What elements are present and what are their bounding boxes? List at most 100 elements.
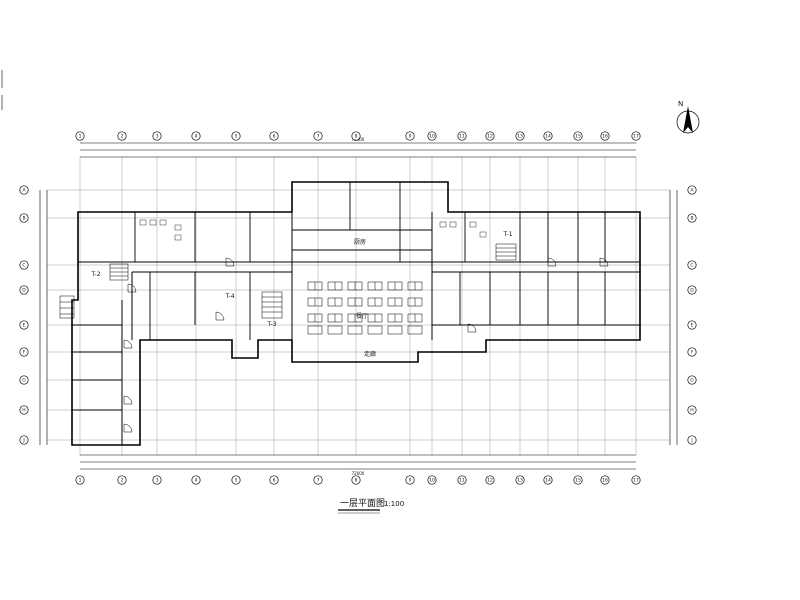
axis-bubble-label: D bbox=[690, 288, 694, 294]
dining-table bbox=[387, 313, 403, 323]
axis-bubble-label: 8 bbox=[355, 478, 358, 484]
axis-bubble: 9 bbox=[405, 475, 415, 485]
dining-table bbox=[407, 281, 423, 291]
axis-bubble-label: 15 bbox=[575, 134, 581, 140]
drawing-title-block: 一层平面图 1:100 bbox=[338, 498, 404, 514]
axis-bubble: B bbox=[19, 213, 29, 223]
side-dimension-chains bbox=[39, 190, 678, 445]
room-partitions bbox=[72, 182, 640, 411]
dining-table bbox=[407, 325, 423, 335]
axis-bubble: B bbox=[687, 213, 697, 223]
dining-table bbox=[407, 297, 423, 307]
building-walls bbox=[71, 181, 641, 446]
axis-bubble: A bbox=[687, 185, 697, 195]
total-width-bottom: 72000 bbox=[352, 471, 365, 476]
axis-bubble-label: 5 bbox=[235, 134, 238, 140]
axis-bubble: 15 bbox=[573, 475, 583, 485]
axis-bubble: C bbox=[687, 260, 697, 270]
axis-bubble: 3 bbox=[152, 475, 162, 485]
axis-bubble: C bbox=[19, 260, 29, 270]
axis-bubble-label: B bbox=[22, 216, 25, 222]
door-swings bbox=[123, 257, 609, 433]
stair-symbols bbox=[59, 243, 517, 319]
stair-label-3: T-3 bbox=[266, 321, 276, 328]
axis-bubble: 13 bbox=[515, 131, 525, 141]
axis-bubble-label: 10 bbox=[429, 134, 435, 140]
door-swing bbox=[127, 283, 137, 293]
axis-bubble-label: E bbox=[23, 323, 26, 329]
dining-table bbox=[367, 313, 383, 323]
axis-bubble-label: 7 bbox=[317, 134, 320, 140]
stair-west-icon bbox=[109, 263, 129, 281]
axis-bubble-label: 3 bbox=[156, 478, 159, 484]
axis-bubble: G bbox=[687, 375, 697, 385]
axis-bubble-label: J bbox=[690, 438, 692, 444]
kitchen-label: 厨房 bbox=[354, 238, 366, 246]
axis-bubble-label: F bbox=[23, 350, 26, 356]
axis-bubble: J bbox=[19, 435, 29, 445]
dining-table bbox=[347, 297, 363, 307]
axis-bubble-label: 14 bbox=[545, 478, 551, 484]
axis-bubble: 6 bbox=[269, 131, 279, 141]
axis-bubble: D bbox=[19, 285, 29, 295]
axis-bubble: F bbox=[19, 347, 29, 357]
dining-table bbox=[387, 297, 403, 307]
stair-east-icon bbox=[495, 243, 517, 261]
axis-bubble-label: A bbox=[690, 188, 694, 194]
axis-bubble-label: C bbox=[690, 263, 693, 269]
axis-bubble-label: 16 bbox=[602, 478, 608, 484]
axis-bubble: 1 bbox=[75, 131, 85, 141]
axis-bubble-label: 16 bbox=[602, 134, 608, 140]
axis-bubble-label: H bbox=[690, 408, 693, 414]
axis-bubble-label: H bbox=[22, 408, 25, 414]
dining-tables bbox=[307, 281, 423, 335]
axis-bubble-label: 1 bbox=[79, 134, 82, 140]
dining-table bbox=[347, 281, 363, 291]
axis-bubble-label: 7 bbox=[317, 478, 320, 484]
axis-bubble-label: J bbox=[22, 438, 24, 444]
axis-bubble-label: A bbox=[22, 188, 26, 194]
dining-label: 餐厅 bbox=[356, 312, 368, 320]
axis-bubble-label: 8 bbox=[355, 134, 358, 140]
axis-bubble: J bbox=[687, 435, 697, 445]
dining-table bbox=[407, 313, 423, 323]
axis-bubble-label: 4 bbox=[195, 134, 198, 140]
north-arrow-icon: N bbox=[676, 100, 700, 134]
door-swing bbox=[123, 395, 133, 405]
axis-bubble: 3 bbox=[152, 131, 162, 141]
axis-bubble-label: G bbox=[690, 378, 694, 384]
dining-table bbox=[307, 281, 323, 291]
axis-bubble-label: 13 bbox=[517, 134, 523, 140]
axis-bubble-label: 17 bbox=[633, 134, 639, 140]
door-swing bbox=[123, 423, 133, 433]
axis-bubble: 12 bbox=[485, 131, 495, 141]
stair-label-2: T-2 bbox=[90, 271, 100, 278]
axis-bubble-label: 11 bbox=[459, 478, 465, 484]
axis-bubble: A bbox=[19, 185, 29, 195]
dining-table bbox=[347, 313, 363, 323]
axis-bubble-label: 11 bbox=[459, 134, 465, 140]
axis-bubble: 6 bbox=[269, 475, 279, 485]
axis-bubble: 12 bbox=[485, 475, 495, 485]
corridor-label: 走廊 bbox=[364, 350, 376, 358]
axis-bubble: 2 bbox=[117, 131, 127, 141]
axis-bubble: 5 bbox=[231, 131, 241, 141]
axis-bubble-label: 2 bbox=[121, 478, 124, 484]
axis-bubble: D bbox=[687, 285, 697, 295]
dining-table bbox=[327, 313, 343, 323]
axis-bubble: H bbox=[687, 405, 697, 415]
dining-table bbox=[327, 281, 343, 291]
axis-bubble-label: 12 bbox=[487, 478, 493, 484]
axis-bubble: 11 bbox=[457, 131, 467, 141]
axis-bubble: 15 bbox=[573, 131, 583, 141]
door-swing bbox=[215, 311, 225, 321]
axis-bubble: 17 bbox=[631, 475, 641, 485]
axis-bubble-label: 15 bbox=[575, 478, 581, 484]
axis-bubble-label: 10 bbox=[429, 478, 435, 484]
drawing-title: 一层平面图 bbox=[340, 498, 385, 509]
axis-bubble: 11 bbox=[457, 475, 467, 485]
door-swing bbox=[547, 257, 557, 267]
